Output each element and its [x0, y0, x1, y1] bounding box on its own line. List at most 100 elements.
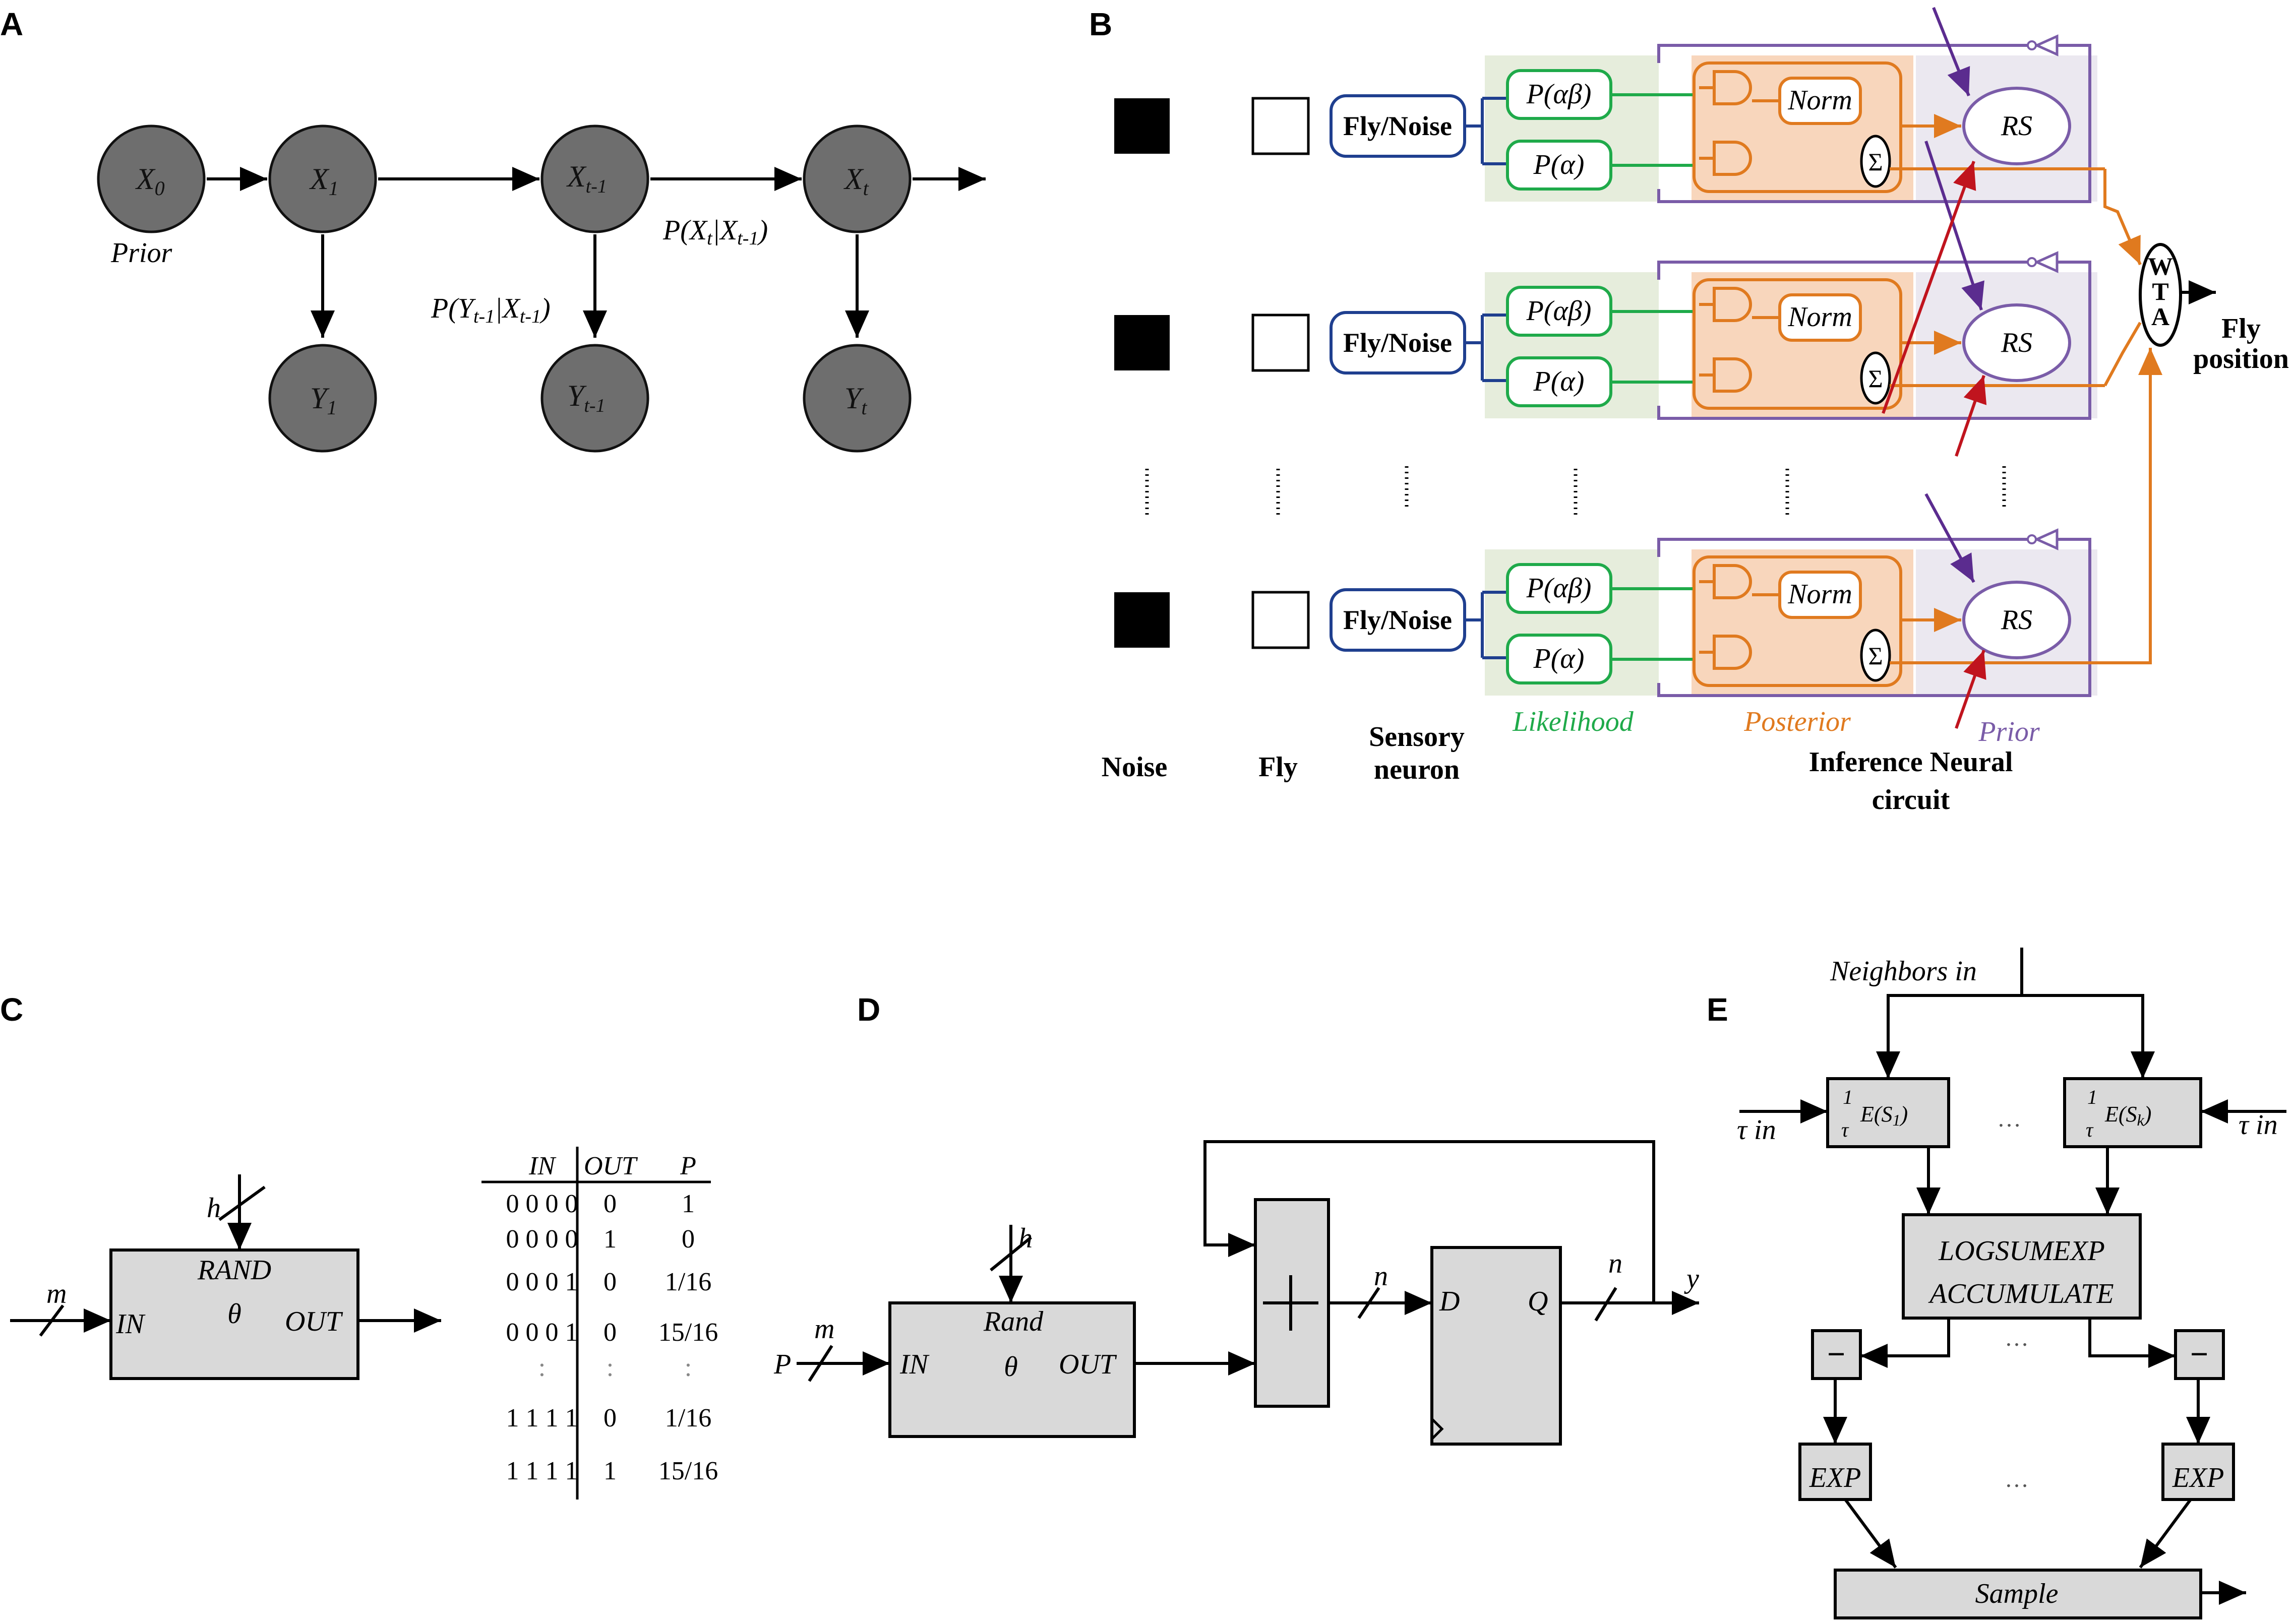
table-cell: 0 0 0 0: [506, 1225, 578, 1254]
svg-text:LOGSUMEXP: LOGSUMEXP: [1938, 1235, 2105, 1267]
svg-text:Norm: Norm: [1787, 579, 1852, 610]
sensory-label: Fly/Noise: [1343, 111, 1452, 141]
energy-block-1: [1826, 1077, 1950, 1148]
noise-square: [1114, 592, 1170, 648]
noise-square: [1114, 98, 1170, 154]
svg-text:h: h: [207, 1193, 221, 1224]
table-cell: :: [538, 1353, 546, 1382]
svg-text:IN: IN: [899, 1349, 930, 1380]
panel-label-d: D: [857, 991, 880, 1028]
node-y1: [268, 344, 377, 453]
node-x0: [97, 124, 206, 233]
col-prior: Prior: [1978, 716, 2040, 747]
svg-text:Rand: Rand: [983, 1306, 1044, 1337]
svg-text:RS: RS: [2001, 327, 2032, 358]
sample-block: [1834, 1569, 2202, 1619]
transition-label: P(Xt|Xt-1): [662, 215, 768, 249]
svg-text:h: h: [1018, 1223, 1033, 1254]
svg-text:m: m: [46, 1278, 67, 1309]
node-x1: [268, 124, 377, 233]
table-cell: 15/16: [658, 1318, 718, 1347]
svg-text:ACCUMULATE: ACCUMULATE: [1927, 1278, 2114, 1309]
table-cell: 0 0 0 1: [506, 1318, 578, 1347]
logsumexp-block: [1902, 1213, 2142, 1320]
table-header: P: [680, 1152, 696, 1180]
svg-text:IN: IN: [115, 1308, 146, 1340]
rs-node: [1962, 581, 2071, 659]
fly-position-label-2: position: [2193, 343, 2289, 374]
svg-text:Σ: Σ: [1868, 364, 1883, 393]
tau-in-right: τ in: [2239, 1109, 2278, 1141]
panel-label-c: C: [0, 991, 23, 1028]
fly-position-label-1: Fly: [2221, 313, 2261, 344]
panel-b-circuit: Fly/NoiseP(αβ)P(α)NormΣRSFly/NoiseP(αβ)P…: [1102, 7, 2289, 816]
sensory-label: Fly/Noise: [1343, 328, 1452, 358]
svg-text:EXP: EXP: [1809, 1462, 1861, 1493]
svg-text:P: P: [773, 1349, 791, 1380]
neighbors-in-label: Neighbors in: [1830, 956, 1977, 987]
col-likelihood: Likelihood: [1512, 706, 1634, 737]
register-block: [1430, 1246, 1562, 1446]
svg-text:Xt-1: Xt-1: [566, 160, 607, 197]
table-header: OUT: [584, 1152, 638, 1180]
svg-text:Norm: Norm: [1787, 301, 1852, 333]
table-cell: 1/16: [665, 1268, 711, 1296]
node-ytm1: [540, 344, 649, 453]
panel-label-b: B: [1089, 6, 1112, 42]
svg-text:n: n: [1374, 1261, 1388, 1292]
col-sensory-1: Sensory: [1369, 721, 1465, 753]
table-cell: 15/16: [658, 1457, 718, 1485]
svg-text:…: …: [2005, 1325, 2029, 1351]
svg-text:T: T: [2152, 277, 2168, 305]
exp-block-1: [1798, 1443, 1872, 1501]
col-sensory-2: neuron: [1374, 754, 1460, 785]
svg-text:−: −: [1827, 1336, 1845, 1372]
svg-text:Xt: Xt: [843, 162, 869, 200]
fly-square: [1251, 314, 1310, 372]
node-yt: [803, 344, 912, 453]
svg-text:X0: X0: [135, 162, 165, 200]
node-xtm1: [540, 124, 649, 233]
svg-text:X1: X1: [309, 162, 339, 200]
noise-square: [1114, 315, 1170, 370]
table-header: IN: [528, 1152, 557, 1180]
svg-text:E(S1): E(S1): [1860, 1102, 1908, 1129]
table-cell: 1: [603, 1457, 617, 1485]
svg-text:n: n: [1608, 1248, 1622, 1279]
svg-text:P(αβ): P(αβ): [1526, 573, 1592, 604]
svg-text:…: …: [1997, 1105, 2021, 1132]
panel-d-accumulator: P m h Rand IN θ OUT n n D Q y: [773, 1140, 1699, 1446]
rs-node: [1962, 303, 2071, 382]
fly-square: [1251, 591, 1310, 649]
svg-text:1: 1: [1843, 1086, 1853, 1108]
table-cell: 1: [682, 1190, 695, 1218]
sensory-label: Fly/Noise: [1343, 605, 1452, 635]
svg-text:θ: θ: [227, 1298, 242, 1330]
svg-text:EXP: EXP: [2172, 1462, 2224, 1493]
minus-block-k: [2174, 1329, 2225, 1380]
panel-a-hmm: X0 X1 Xt-1 Xt Y1 Yt-1 Yt Prior P(Xt|Xt-1…: [97, 124, 986, 453]
tau-in-left: τ in: [1737, 1114, 1776, 1146]
table-cell: 0 0 0 0: [506, 1190, 578, 1218]
table-cell: :: [607, 1353, 614, 1382]
rs-node: [1962, 87, 2071, 165]
exp-block-k: [2161, 1443, 2235, 1501]
svg-text:P(αβ): P(αβ): [1526, 79, 1592, 110]
table-cell: 1: [603, 1225, 617, 1254]
svg-text:1: 1: [2087, 1086, 2097, 1108]
svg-text:Sample: Sample: [1975, 1578, 2059, 1609]
svg-text:W: W: [2148, 252, 2173, 280]
minus-block-1: [1811, 1329, 1862, 1380]
table-cell: 1 1 1 1: [506, 1457, 578, 1485]
panel-label-e: E: [1707, 991, 1728, 1028]
svg-text:Y1: Y1: [310, 382, 337, 419]
sigma-node: [1860, 351, 1891, 405]
col-circuit-2: circuit: [1872, 784, 1950, 816]
svg-text:Yt: Yt: [844, 382, 867, 419]
sigma-node: [1860, 629, 1891, 682]
svg-text:P(α): P(α): [1533, 643, 1585, 674]
